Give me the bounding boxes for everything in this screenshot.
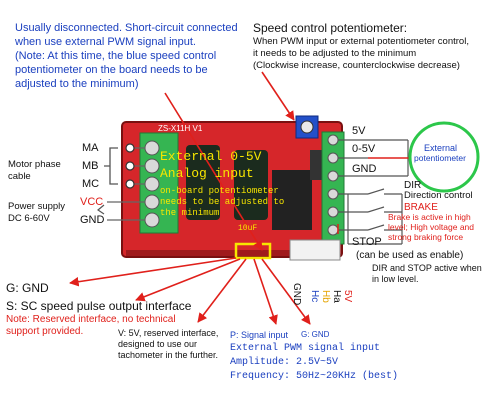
board-cap-label: 10uF <box>238 224 258 233</box>
disconnect-note-line3: (Note: At this time, the blue speed cont… <box>15 50 217 62</box>
external-pot-label-2: potentiometer <box>414 153 466 163</box>
label-brake-desc3: strong braking force <box>388 232 464 242</box>
s-note-line1: Note: Reserved interface, no technical <box>6 314 176 325</box>
label-brake-desc2: level; High voltage and <box>388 222 475 232</box>
pwm-frequency: Frequency: 50Hz~20KHz (best) <box>230 371 399 382</box>
label-5v: 5V <box>352 125 366 137</box>
overlay-line3: on-board potentiometer <box>160 186 279 196</box>
label-mc: MC <box>82 178 100 190</box>
left-wires <box>96 143 145 221</box>
potentiometer-knob <box>300 120 314 134</box>
speed-control-line3: (Clockwise increase, counterclockwise de… <box>253 60 460 71</box>
capacitor-left <box>186 145 220 220</box>
motor-phase-label-1: Motor phase <box>8 159 61 170</box>
overlay-line5: the minimum <box>160 208 220 218</box>
overlay-line1: External 0-5V <box>160 149 262 164</box>
v-label-line3: tachometer in the further. <box>118 350 219 360</box>
speed-control-line1: When PWM input or external potentiometer… <box>253 36 469 47</box>
pwm-title: External PWM signal input <box>230 343 381 354</box>
disconnect-note-line4: potentiometer on the board needs to be <box>15 64 208 76</box>
label-stop-desc1: (can be used as enable) <box>356 250 464 261</box>
speed-control-line2: it needs to be adjusted to the minimum <box>253 48 417 59</box>
pcb-shadow <box>126 250 338 256</box>
disconnect-note-line1: Usually disconnected. Short-circuit conn… <box>15 22 238 34</box>
s-note-line2: support provided. <box>6 326 84 337</box>
pin-hb: Hb <box>320 290 331 303</box>
pin-5v: 5V <box>342 290 353 303</box>
motor-phase-brace <box>104 147 118 185</box>
bottom-connector <box>289 239 341 261</box>
label-brake: BRAKE <box>404 202 438 213</box>
board-model-label: ZS-X11H V1 <box>158 124 203 133</box>
label-stop: STOP <box>352 236 382 248</box>
pwm-amplitude: Amplitude: 2.5V~5V <box>230 357 339 368</box>
g-gnd-label: G: GND <box>6 281 49 295</box>
motor-phase-label-2: cable <box>8 171 31 182</box>
label-stop-desc3: in low level. <box>372 274 419 284</box>
right-terminal-screws <box>327 134 339 236</box>
external-potentiometer-circle <box>408 121 480 193</box>
label-mb: MB <box>82 160 99 172</box>
s-speed-label: S: SC speed pulse output interface <box>6 299 192 313</box>
label-dir-desc: Direction control <box>404 190 473 201</box>
overlay-line4: needs to be adjusted to <box>160 197 285 207</box>
yellow-pwm-header <box>234 242 272 260</box>
v-label-line2: designed to use our <box>118 339 198 349</box>
label-stop-desc2: DIR and STOP active when <box>372 263 482 273</box>
g-gnd2-label: G: GND <box>301 330 330 339</box>
annotation-arrows <box>69 71 311 325</box>
capacitor-right <box>234 150 268 220</box>
label-vcc: VCC <box>80 196 104 208</box>
p-signal-label: P: Signal input <box>230 330 289 340</box>
label-dir: DIR <box>404 180 422 191</box>
label-brake-desc1: Brake is active in high <box>388 212 471 222</box>
chip-block <box>272 170 312 230</box>
pin-ha: Ha <box>331 290 342 303</box>
external-pot-label-1: External <box>424 143 458 153</box>
power-supply-label-2: DC 6-60V <box>8 213 50 224</box>
v-label-line1: V: 5V, reserved interface, <box>118 328 219 338</box>
power-supply-label-1: Power supply <box>8 201 66 212</box>
disconnect-note-line2: when use external PWM signal input. <box>15 36 196 48</box>
label-0-5v: 0-5V <box>352 143 376 155</box>
disconnect-note-line5: adjusted to the minimum) <box>15 78 139 90</box>
speed-control-title: Speed control potentiometer: <box>253 21 408 35</box>
pin-hc: Hc <box>309 290 320 303</box>
label-ma: MA <box>82 142 99 154</box>
label-gnd-right: GND <box>352 163 377 175</box>
label-gnd-left: GND <box>80 214 105 226</box>
pin-gnd: GND <box>291 283 302 306</box>
overlay-line2: Analog input <box>160 166 254 181</box>
